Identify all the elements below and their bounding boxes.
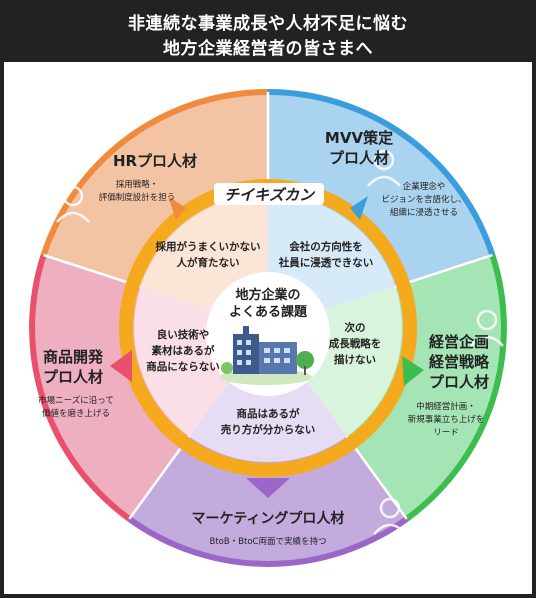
role-mkt: マーケティングプロ人材 BtoB・BtoC両面で実績を持つ bbox=[192, 510, 345, 547]
arrow-mvv bbox=[350, 196, 368, 220]
role-product-title-line2: プロ人材 bbox=[43, 368, 103, 386]
person-icon-mgmt bbox=[470, 309, 504, 347]
challenge-sales-line1: 商品はあるが bbox=[237, 407, 300, 420]
person-icon-product bbox=[21, 413, 55, 451]
arrow-product bbox=[110, 350, 132, 382]
role-hr-desc-line1: 採用戦略・ bbox=[116, 179, 159, 190]
role-product: 商品開発 プロ人材 市場ニーズに沿って 価値を磨き上げる bbox=[38, 348, 114, 419]
border-mkt bbox=[127, 516, 409, 567]
challenge-growth-line2: 成長戦略を bbox=[329, 337, 382, 350]
role-mkt-desc-line1: BtoB・BtoC両面で実績を持つ bbox=[210, 536, 327, 547]
center-title-line1: 地方企業の bbox=[235, 287, 300, 303]
role-mgmt-desc-line2: 新規事業立ち上げを bbox=[408, 414, 485, 425]
arrow-mkt bbox=[246, 478, 290, 498]
person-icon-mkt bbox=[373, 497, 407, 535]
border-mvv bbox=[267, 89, 496, 257]
role-product-title-line1: 商品開発 bbox=[43, 348, 104, 366]
building-icon bbox=[220, 326, 314, 385]
logo-text: チイキズカン bbox=[224, 186, 316, 204]
role-mvv-desc-line3: 組織に浸透させる bbox=[390, 207, 458, 218]
role-mgmt-desc-line1: 中期経営計画・ bbox=[416, 401, 476, 412]
challenge-sales-line2: 売り方が分からない bbox=[221, 423, 316, 436]
role-mvv-desc-line2: ビジョンを言語化し、 bbox=[381, 194, 466, 205]
person-icons bbox=[21, 149, 504, 535]
role-mvv-title-line2: プロ人材 bbox=[329, 149, 389, 167]
center-title-line2: よくある課題 bbox=[229, 304, 308, 320]
challenge-growth-line1: 次の bbox=[345, 321, 366, 334]
role-hr-desc-line2: 評価制度設計を担う bbox=[99, 192, 176, 203]
role-mgmt: 経営企画 経営戦略 プロ人材 中期経営計画・ 新規事業立ち上げを リード bbox=[408, 333, 490, 438]
role-mkt-title: マーケティングプロ人材 bbox=[192, 510, 345, 527]
challenge-product-line2: 素材はあるが bbox=[151, 344, 215, 357]
ring-arrows bbox=[110, 196, 424, 498]
role-mgmt-title-line1: 経営企画 bbox=[429, 333, 489, 351]
arrow-mgmt bbox=[402, 356, 424, 386]
brand-logo: チイキズカン bbox=[214, 183, 324, 205]
role-hr-title: HRプロ人材 bbox=[113, 152, 197, 170]
role-mvv-title-line1: MVV策定 bbox=[325, 129, 393, 147]
role-mvv-desc-line1: 企業理念や bbox=[403, 181, 446, 192]
challenge-product-line3: 商品にならない bbox=[146, 360, 220, 373]
role-mvv: MVV策定 プロ人材 企業理念や ビジョンを言語化し、 組織に浸透させる bbox=[325, 129, 467, 218]
challenge-hiring-line1: 採用がうまくいかない bbox=[156, 240, 261, 253]
role-product-desc-line1: 市場ニーズに沿って bbox=[38, 395, 114, 406]
challenge-direction-line2: 社員に浸透できない bbox=[278, 256, 374, 269]
header: 非連続な事業成長や人材不足に悩む 地方企業経営者の皆さまへ bbox=[0, 0, 536, 62]
header-title-line1: 非連続な事業成長や人材不足に悩む bbox=[128, 14, 408, 34]
border-mgmt bbox=[404, 254, 507, 522]
arrow-hr bbox=[168, 196, 186, 220]
role-product-desc-line2: 価値を磨き上げる bbox=[42, 408, 110, 419]
role-mgmt-title-line3: プロ人材 bbox=[429, 373, 489, 391]
challenge-direction-line1: 会社の方向性を bbox=[289, 240, 363, 253]
role-hr: HRプロ人材 採用戦略・ 評価制度設計を担う bbox=[99, 152, 197, 203]
border-product bbox=[29, 254, 132, 522]
header-title-line2: 地方企業経営者の皆さまへ bbox=[163, 39, 373, 59]
role-mgmt-desc-line3: リード bbox=[433, 428, 459, 438]
person-icon-mvv bbox=[367, 149, 401, 187]
person-icon-hr bbox=[56, 185, 90, 223]
challenge-hiring-line2: 人が育たない bbox=[177, 256, 240, 269]
challenge-growth-line3: 描けない bbox=[334, 353, 376, 366]
challenge-product-line1: 良い技術や bbox=[157, 328, 210, 341]
border-hr bbox=[40, 89, 269, 257]
role-mgmt-title-line2: 経営戦略 bbox=[429, 353, 490, 371]
challenge-texts: 採用がうまくいかない 人が育たない 会社の方向性を 社員に浸透できない 次の 成… bbox=[146, 240, 381, 436]
